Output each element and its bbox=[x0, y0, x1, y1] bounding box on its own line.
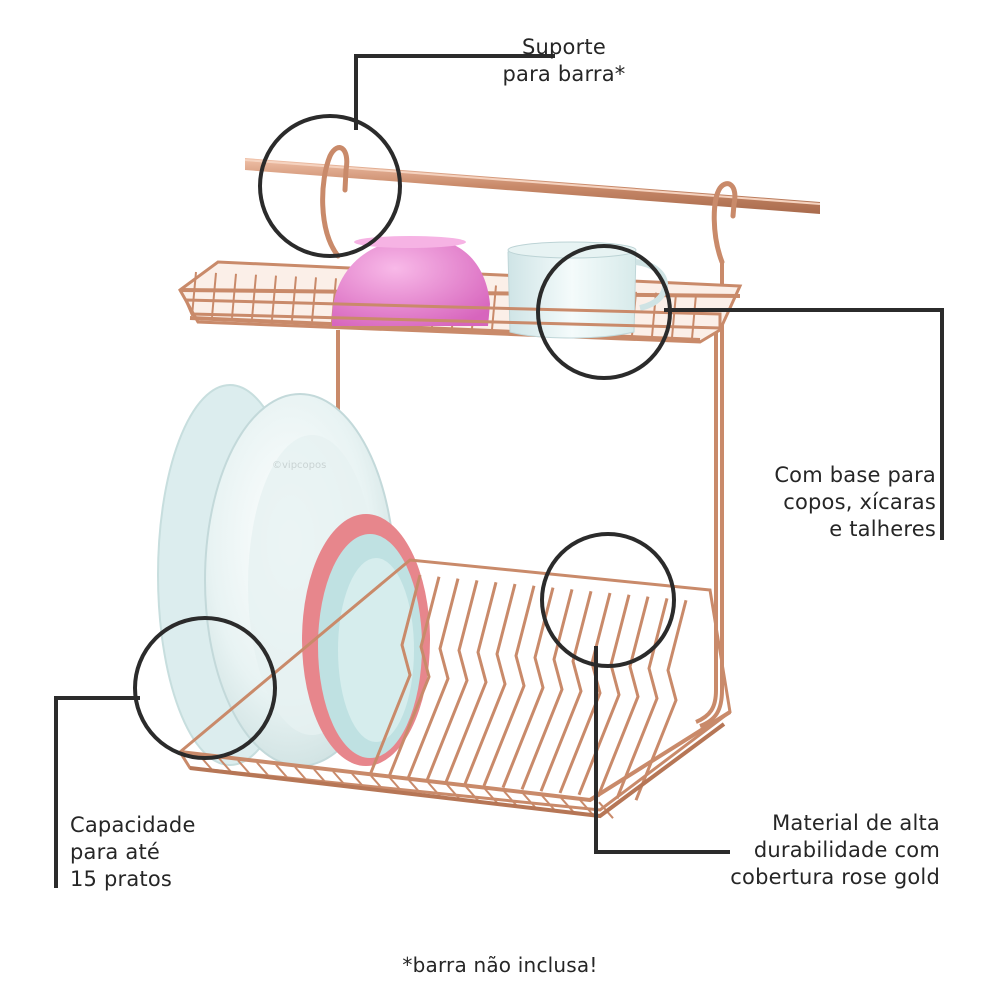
basket-wire bbox=[291, 276, 297, 321]
label-line: copos, xícaras bbox=[783, 490, 936, 514]
basket-wire bbox=[311, 277, 317, 322]
dish-rack bbox=[178, 558, 732, 819]
label-line: Suporte bbox=[521, 35, 606, 59]
callout-label-support: Suporte para barra* bbox=[470, 34, 658, 88]
basket-wire bbox=[191, 271, 197, 317]
label-line: e talheres bbox=[829, 517, 936, 541]
basket-wire bbox=[271, 275, 277, 320]
callout-line-material bbox=[594, 646, 730, 854]
callouts bbox=[54, 54, 944, 888]
rack-tine bbox=[615, 598, 669, 799]
rack-tine bbox=[596, 596, 650, 798]
basket-wire bbox=[231, 273, 237, 318]
rack-tine bbox=[520, 589, 574, 790]
callout-circle-material bbox=[540, 532, 676, 668]
callout-circle-capacity bbox=[133, 616, 277, 760]
rack-tine bbox=[463, 583, 517, 785]
watermark-text: ©vipcopos bbox=[272, 460, 326, 471]
label-line: cobertura rose gold bbox=[730, 865, 940, 889]
basket-wire bbox=[691, 294, 697, 339]
callout-line-capacity bbox=[54, 696, 140, 888]
rack-tine bbox=[558, 592, 612, 794]
rack-tine bbox=[577, 594, 631, 796]
rack-tine bbox=[387, 576, 441, 778]
rack-tine bbox=[444, 581, 498, 783]
footnote: *barra não inclusa! bbox=[402, 953, 598, 977]
label-line: Capacidade bbox=[70, 813, 196, 837]
bar-hooks bbox=[320, 145, 738, 265]
callout-label-capacity: Capacidade para até 15 pratos bbox=[70, 812, 270, 893]
callout-line-base bbox=[664, 308, 944, 540]
basket-wire bbox=[211, 272, 217, 317]
rack-tine bbox=[482, 585, 536, 787]
wall-bar bbox=[244, 158, 821, 214]
rack-tine bbox=[368, 574, 422, 776]
basket-wire bbox=[251, 274, 257, 319]
pink-rim-plate bbox=[302, 514, 430, 766]
label-line: Material de alta bbox=[772, 811, 940, 835]
label-line: para até bbox=[70, 840, 160, 864]
basket-wire bbox=[671, 293, 677, 338]
label-line: durabilidade com bbox=[753, 838, 940, 862]
rack-tine bbox=[539, 590, 593, 792]
callout-label-base: Com base para copos, xícaras e talheres bbox=[700, 462, 936, 543]
callout-line-support bbox=[354, 54, 555, 130]
top-basket-rail bbox=[183, 298, 722, 330]
label-line: Com base para bbox=[774, 463, 936, 487]
rack-tine bbox=[425, 580, 479, 781]
callout-label-material: Material de alta durabilidade com cobert… bbox=[640, 810, 940, 891]
rack-tine bbox=[634, 599, 688, 801]
callout-circle-support bbox=[258, 114, 402, 258]
rack-tine bbox=[406, 578, 460, 780]
label-line: 15 pratos bbox=[70, 867, 173, 891]
label-line: para barra* bbox=[502, 62, 626, 86]
